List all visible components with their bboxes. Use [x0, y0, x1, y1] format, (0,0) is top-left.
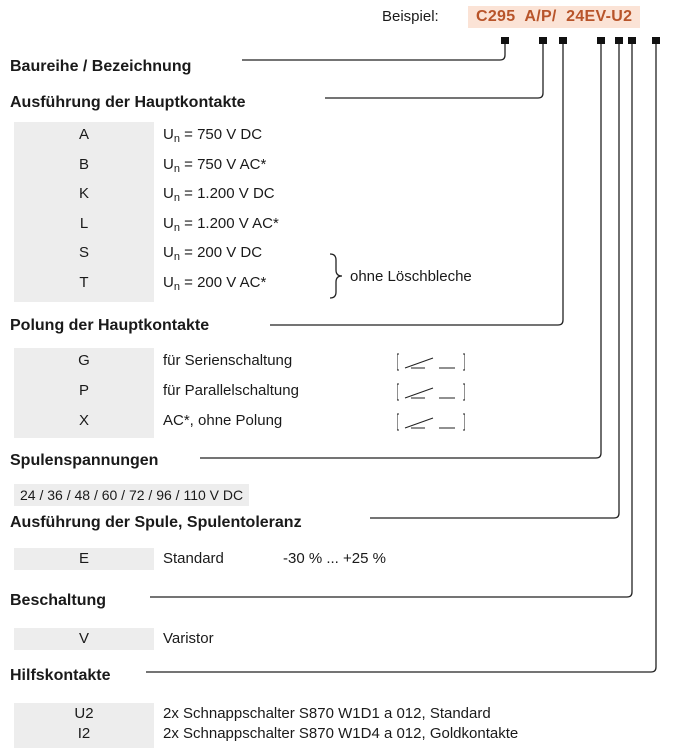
subscript: n — [173, 192, 180, 204]
polarity-code: P — [78, 382, 89, 399]
coil-desc: Standard — [163, 550, 224, 567]
polarity-desc: für Parallelschaltung — [163, 382, 299, 399]
polarity-code: X — [78, 412, 89, 429]
circuit-desc: Varistor — [163, 630, 214, 647]
contact-code: K — [78, 185, 89, 202]
contact-code: A — [78, 126, 89, 143]
contact-rating: Un = 1.200 V AC* — [163, 214, 279, 234]
heading-ausfuehrung: Ausführung der Hauptkontakte — [10, 94, 246, 111]
subscript: n — [173, 133, 180, 145]
connector-ausfuehrung — [325, 40, 544, 99]
aux-code-box — [14, 703, 154, 748]
marker-4 — [597, 37, 605, 44]
switch-symbol-icon — [396, 352, 466, 375]
circuit-code: V — [14, 628, 154, 650]
coil-tolerance: -30 % ... +25 % — [283, 550, 386, 567]
marker-7 — [652, 37, 660, 44]
contact-rating: Un = 750 V AC* — [163, 155, 267, 175]
aux-code: U2 — [74, 705, 94, 722]
heading-spulen: Spulenspannungen — [10, 452, 159, 469]
brace-note: ohne Löschbleche — [350, 268, 472, 285]
contact-code: T — [79, 273, 89, 291]
switch-symbol-icon — [396, 382, 466, 405]
subscript: n — [173, 280, 180, 293]
connector-baureihe — [242, 40, 506, 61]
contact-rating: Un = 200 V AC* — [163, 273, 267, 293]
polarity-desc: für Serienschaltung — [163, 352, 293, 369]
contact-code: B — [78, 155, 89, 173]
example-code: C295 A/P/ 24EV-U2 — [468, 6, 641, 28]
aux-code: I2 — [77, 725, 91, 742]
subscript: n — [173, 162, 180, 175]
heading-baureihe: Baureihe / Bezeichnung — [10, 58, 192, 75]
marker-6 — [628, 37, 636, 44]
polarity-desc: AC*, ohne Polung — [163, 412, 283, 429]
main-contacts-code-box — [14, 122, 154, 302]
marker-3 — [559, 37, 567, 44]
connector-spule-art — [370, 40, 620, 519]
polarity-code: G — [78, 352, 90, 369]
connector-beschaltung — [150, 40, 633, 598]
contact-code: S — [78, 244, 89, 261]
coil-code: E — [14, 548, 154, 570]
marker-2 — [539, 37, 547, 44]
marker-5 — [615, 37, 623, 44]
connector-spulen — [200, 40, 602, 459]
aux-desc: 2x Schnappschalter S870 W1D1 a 012, Stan… — [163, 705, 491, 722]
aux-desc: 2x Schnappschalter S870 W1D4 a 012, Gold… — [163, 725, 519, 742]
voltage-list: 24 / 36 / 48 / 60 / 72 / 96 / 110 V DC — [14, 484, 250, 506]
subscript: n — [173, 221, 180, 234]
heading-hilfs: Hilfskontakte — [10, 667, 111, 684]
connector-polung — [270, 40, 564, 326]
connector-hilfs — [146, 40, 657, 673]
contact-code: L — [79, 214, 89, 232]
heading-beschaltung: Beschaltung — [10, 592, 107, 609]
brace-shape — [329, 253, 343, 299]
heading-polung: Polung der Hauptkontakte — [10, 317, 210, 334]
switch-symbol-icon — [396, 412, 466, 435]
marker-1 — [501, 37, 509, 44]
contact-rating: Un = 750 V DC — [163, 126, 263, 145]
contact-rating: Un = 200 V DC — [163, 244, 263, 263]
polarity-code-box — [14, 348, 154, 438]
contact-rating: Un = 1.200 V DC — [163, 185, 275, 204]
example-label: Beispiel: — [382, 8, 439, 25]
heading-spule-art: Ausführung der Spule, Spulentoleranz — [10, 514, 302, 531]
subscript: n — [173, 251, 180, 263]
